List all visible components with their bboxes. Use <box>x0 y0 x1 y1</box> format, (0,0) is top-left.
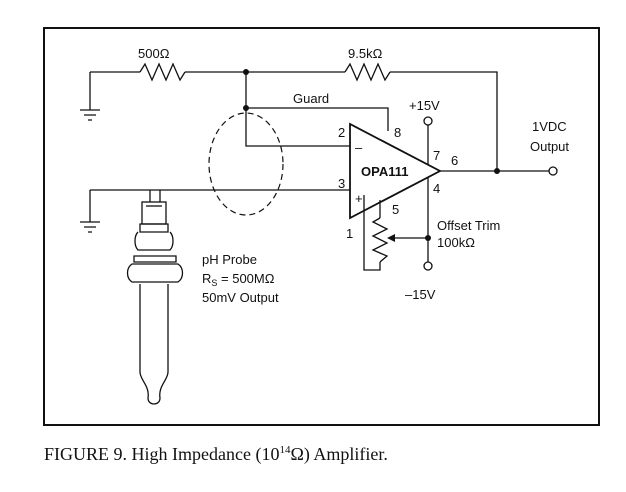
label-probe-line3: 50mV Output <box>202 290 279 305</box>
guard-trace <box>246 107 389 131</box>
label-minus15: –15V <box>405 287 436 302</box>
pin-8: 8 <box>394 125 401 140</box>
label-probe-rs: RS = 500MΩ <box>202 271 275 288</box>
output-terminal <box>548 166 558 176</box>
inverting-sign: – <box>355 140 363 155</box>
label-guard: Guard <box>293 91 329 106</box>
label-opamp: OPA111 <box>361 164 408 179</box>
noninverting-sign: + <box>355 191 363 206</box>
guard-ring <box>208 112 284 216</box>
pin-1: 1 <box>346 226 353 241</box>
label-probe-line1: pH Probe <box>202 252 257 267</box>
wiper-arrow-icon <box>387 234 395 242</box>
pin-4: 4 <box>433 181 440 196</box>
label-trim-value: 100kΩ <box>437 235 475 250</box>
pin-5: 5 <box>392 202 399 217</box>
ph-probe <box>126 190 184 405</box>
resistor-9-5k-ohm <box>344 62 391 82</box>
output-junction-dot <box>494 168 500 174</box>
figure-frame <box>43 27 600 426</box>
label-plus15: +15V <box>409 98 440 113</box>
label-output-line2: Output <box>530 139 569 154</box>
ground-symbol-bottom <box>80 190 100 233</box>
label-r-feedback: 9.5kΩ <box>348 46 383 61</box>
pin-2: 2 <box>338 125 345 140</box>
plus15-terminal <box>423 116 433 126</box>
label-output-line1: 1VDC <box>532 119 567 134</box>
label-offset-trim: Offset Trim <box>437 218 500 233</box>
figure-caption: FIGURE 9. High Impedance (1014Ω) Amplifi… <box>44 444 388 465</box>
pin-6: 6 <box>451 153 458 168</box>
ground-symbol-top <box>80 72 100 121</box>
minus15-terminal <box>423 261 433 271</box>
trim-potentiometer <box>371 217 389 263</box>
opamp-symbol <box>349 122 442 220</box>
pin-7: 7 <box>433 148 440 163</box>
pin-3: 3 <box>338 176 345 191</box>
resistor-500-ohm <box>139 62 186 82</box>
label-r-input: 500Ω <box>138 46 170 61</box>
